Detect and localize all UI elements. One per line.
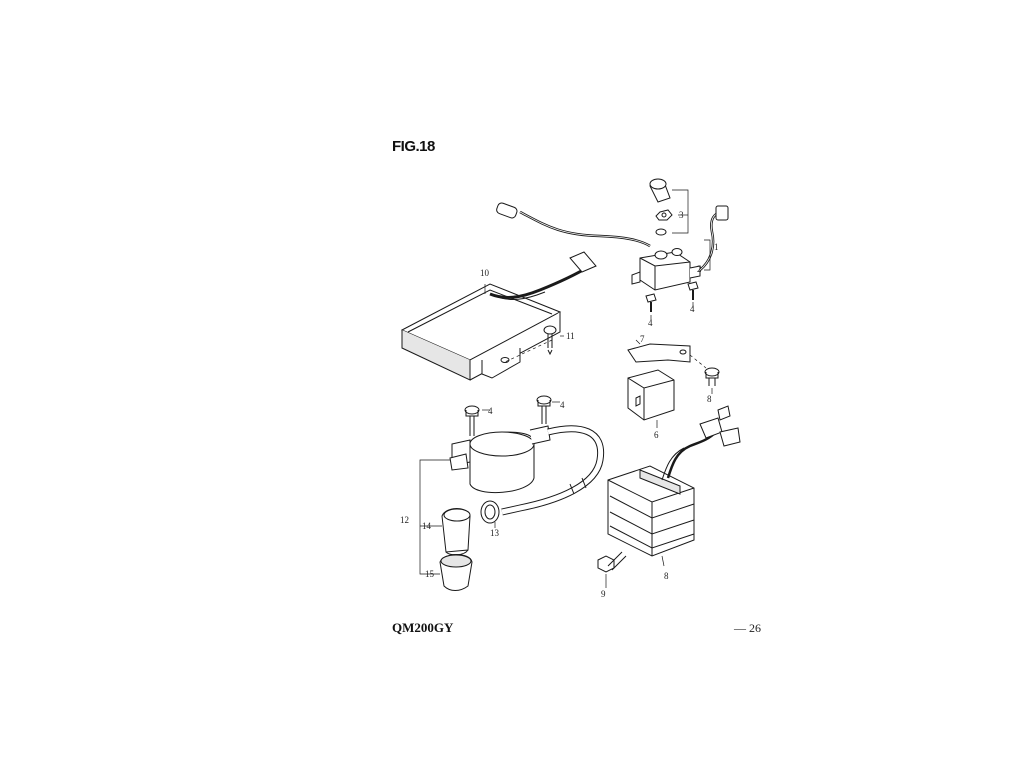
callout-4-coil-right: 4	[560, 400, 565, 410]
callout-4-coil-left: 4	[488, 406, 493, 416]
ignition-coil-assembly	[419, 395, 605, 591]
flasher-relay-group	[627, 339, 720, 428]
model-name: QM200GY	[392, 620, 454, 635]
callout-4-relay-right: 4	[690, 304, 695, 314]
callout-6: 7	[640, 334, 645, 344]
page-number: — 26	[734, 621, 761, 635]
callout-3: 3	[679, 210, 684, 220]
callout-8: 8	[664, 571, 669, 581]
regulator-rectifier	[597, 405, 741, 588]
callout-1: 1	[714, 242, 719, 252]
starter-relay-assembly	[496, 178, 729, 320]
callout-11: 11	[566, 331, 575, 341]
callout-15: 15	[425, 569, 435, 579]
callout-5: 6	[654, 430, 659, 440]
callout-2: 2	[697, 264, 702, 274]
callout-10: 10	[480, 268, 490, 278]
cdi-unit	[400, 251, 597, 381]
callout-12: 12	[400, 515, 409, 525]
callout-9-text: 9	[601, 589, 606, 599]
figure-title: FIG.18	[392, 138, 435, 155]
callout-14: 14	[422, 521, 432, 531]
callout-7: 8	[707, 394, 712, 404]
callout-4-relay-left: 4	[648, 318, 653, 328]
callout-13: 13	[490, 528, 500, 538]
